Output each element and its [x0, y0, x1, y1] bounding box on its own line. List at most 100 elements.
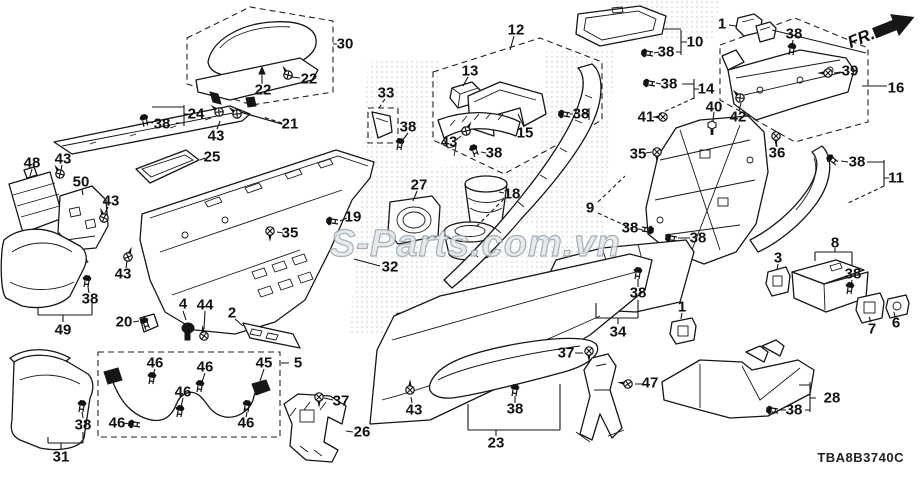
part-label-9-34[interactable]: 9 [585, 199, 595, 217]
part-label-43-6[interactable]: 43 [207, 127, 225, 145]
part-label-46-63[interactable]: 46 [196, 358, 214, 376]
part-label-40-30[interactable]: 40 [705, 98, 723, 116]
part-label-36-33[interactable]: 36 [768, 144, 786, 162]
connector-1-top-drawing [735, 13, 777, 43]
part-label-45-67[interactable]: 45 [255, 354, 273, 372]
part-label-10-25[interactable]: 10 [686, 33, 704, 51]
part-label-28-53[interactable]: 28 [823, 389, 841, 407]
part-label-31-69[interactable]: 31 [52, 448, 70, 466]
part-label-43-57[interactable]: 43 [114, 265, 132, 283]
part-label-37-72[interactable]: 37 [332, 392, 350, 410]
part-label-13-15[interactable]: 13 [461, 62, 479, 80]
cup-drawing [443, 175, 508, 261]
part-label-43-17[interactable]: 43 [440, 133, 458, 151]
part-label-1-37[interactable]: 1 [717, 15, 727, 33]
part-label-1-50[interactable]: 1 [677, 298, 687, 316]
part-label-22-2[interactable]: 22 [300, 70, 318, 88]
part-label-5-68[interactable]: 5 [293, 354, 303, 372]
part-label-14-28[interactable]: 14 [697, 80, 715, 98]
screw-icon [199, 325, 209, 341]
clip-icon [641, 48, 654, 58]
clip-icon [826, 154, 839, 166]
clip-icon [558, 109, 571, 119]
part-label-19-22[interactable]: 19 [344, 208, 362, 226]
upper-panel-assembly-drawing [437, 81, 547, 157]
part-label-38-41[interactable]: 38 [848, 153, 866, 171]
part-label-49-55[interactable]: 49 [54, 321, 72, 339]
part-label-46-65[interactable]: 46 [108, 414, 126, 432]
grommet-4-drawing [181, 322, 195, 341]
tray-10-drawing [575, 5, 667, 47]
screw-icon [652, 147, 662, 163]
console-garnish-drawing [53, 105, 251, 155]
part-label-38-27[interactable]: 38 [660, 75, 678, 93]
part-label-48-10[interactable]: 48 [23, 154, 41, 172]
part-label-15-16[interactable]: 15 [516, 124, 534, 142]
part-label-33-7[interactable]: 33 [377, 84, 395, 102]
part-label-39-39[interactable]: 39 [841, 62, 859, 80]
part-label-38-49[interactable]: 38 [629, 284, 647, 302]
part-label-46-66[interactable]: 46 [237, 414, 255, 432]
part-label-35-23[interactable]: 35 [281, 224, 299, 242]
part-label-6-47[interactable]: 6 [891, 314, 901, 332]
part-label-12-14[interactable]: 12 [507, 21, 525, 39]
part-label-30-0[interactable]: 30 [336, 35, 354, 53]
part-label-38-4[interactable]: 38 [153, 115, 171, 133]
screw-icon [123, 246, 133, 262]
part-label-38-38[interactable]: 38 [785, 25, 803, 43]
part-label-26-71[interactable]: 26 [353, 423, 371, 441]
part-label-42-31[interactable]: 42 [729, 108, 747, 126]
clip-icon [643, 78, 656, 88]
part-label-41-29[interactable]: 41 [637, 108, 655, 126]
part-label-43-73[interactable]: 43 [405, 401, 423, 419]
part-label-32-24[interactable]: 32 [381, 258, 399, 276]
part-label-38-56[interactable]: 38 [81, 290, 99, 308]
part-label-2-61[interactable]: 2 [227, 304, 237, 322]
part-label-38-36[interactable]: 38 [689, 229, 707, 247]
part-label-50-12[interactable]: 50 [72, 173, 90, 191]
trim-11-drawing [749, 145, 831, 253]
part-label-21-5[interactable]: 21 [281, 115, 299, 133]
armrest-assembly-drawing [195, 21, 319, 108]
clip-icon [128, 419, 141, 429]
part-label-4-59[interactable]: 4 [178, 295, 188, 313]
part-label-7-46[interactable]: 7 [867, 320, 877, 338]
part-label-46-62[interactable]: 46 [146, 354, 164, 372]
switch-3-drawing [765, 266, 791, 297]
part-label-20-58[interactable]: 20 [115, 313, 133, 331]
part-label-38-45[interactable]: 38 [844, 265, 862, 283]
part-label-3-43[interactable]: 3 [773, 249, 783, 267]
part-label-34-48[interactable]: 34 [609, 323, 627, 341]
part-label-38-26[interactable]: 38 [657, 43, 675, 61]
clip-icon [787, 43, 797, 56]
part-label-35-32[interactable]: 35 [629, 145, 647, 163]
clip-icon [469, 144, 479, 158]
part-label-46-64[interactable]: 46 [174, 383, 192, 401]
part-label-8-44[interactable]: 8 [830, 234, 840, 252]
part-label-44-60[interactable]: 44 [196, 296, 214, 314]
part-label-38-70[interactable]: 38 [74, 416, 92, 434]
part-label-38-18[interactable]: 38 [485, 144, 503, 162]
part-label-16-40[interactable]: 16 [887, 79, 905, 97]
part-label-37-51[interactable]: 37 [557, 344, 575, 362]
part-label-43-11[interactable]: 43 [54, 150, 72, 168]
switch-7-drawing [855, 292, 885, 324]
part-label-18-20[interactable]: 18 [503, 185, 521, 203]
switch-1-mid-drawing [669, 317, 697, 345]
part-label-43-13[interactable]: 43 [102, 192, 120, 210]
part-label-24-3[interactable]: 24 [187, 105, 205, 123]
part-label-38-54[interactable]: 38 [785, 401, 803, 419]
part-label-38-19[interactable]: 38 [572, 105, 590, 123]
part-label-23-75[interactable]: 23 [487, 434, 505, 452]
part-label-22-1[interactable]: 22 [254, 81, 272, 99]
part-label-38-8[interactable]: 38 [399, 118, 417, 136]
clip-icon [175, 405, 185, 418]
part-label-47-52[interactable]: 47 [641, 374, 659, 392]
part-label-27-21[interactable]: 27 [410, 176, 428, 194]
part-label-25-9[interactable]: 25 [203, 148, 221, 166]
part-label-38-74[interactable]: 38 [506, 400, 524, 418]
screw-icon [461, 121, 472, 136]
part-label-38-35[interactable]: 38 [621, 219, 639, 237]
part-label-11-42[interactable]: 11 [888, 169, 904, 187]
